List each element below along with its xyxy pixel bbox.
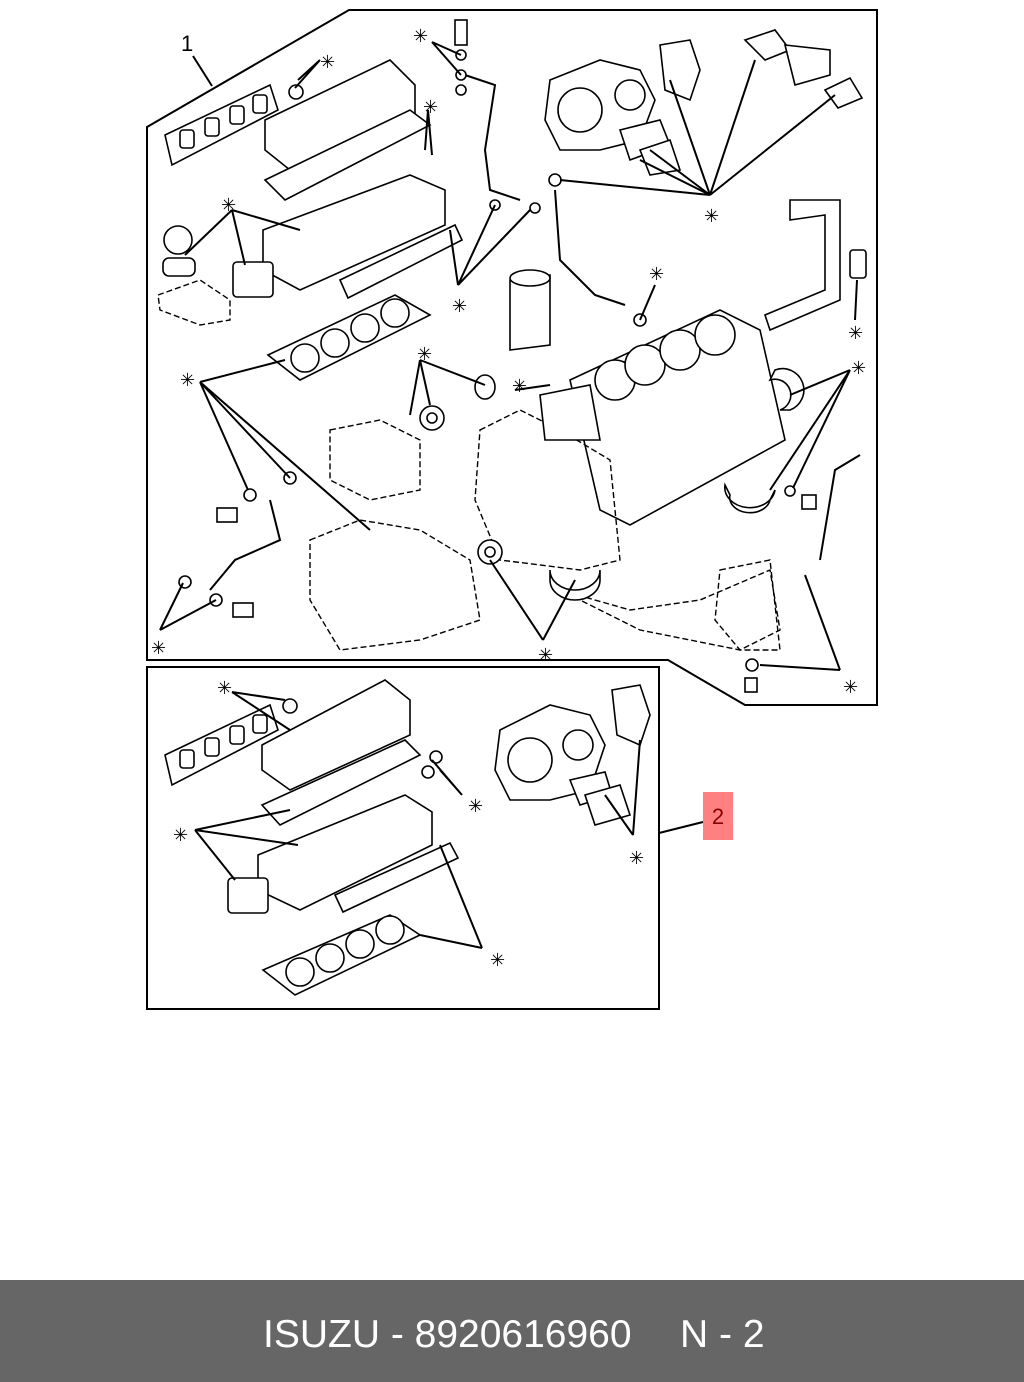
callout-2-leader: [658, 821, 704, 834]
kit-1-parts: [157, 19, 867, 693]
callout-2-highlight: 2: [703, 792, 733, 840]
callout-1-leader: [192, 55, 213, 87]
asterisk-marker: ✳: [173, 825, 188, 846]
kit-2-frame: [146, 666, 660, 1010]
brand-part-number: ISUZU - 8920616960: [263, 1313, 632, 1356]
asterisk-marker: ✳: [180, 370, 195, 391]
asterisk-marker: ✳: [423, 97, 438, 118]
asterisk-marker: ✳: [538, 645, 553, 666]
asterisk-marker: ✳: [490, 950, 505, 971]
asterisk-marker: ✳: [848, 323, 863, 344]
exploded-parts-diagram: 1: [146, 9, 878, 1010]
asterisk-marker: ✳: [221, 195, 236, 216]
asterisk-marker: ✳: [151, 638, 166, 659]
callout-2: 2: [711, 804, 725, 829]
asterisk-marker: ✳: [417, 344, 432, 365]
asterisk-markers: ✳ ✳ ✳ ✳ ✳ ✳ ✳ ✳ ✳ ✳ ✳ ✳ ✳ ✳ ✳ ✳ ✳ ✳ ✳ ✳: [151, 26, 866, 971]
asterisk-marker: ✳: [413, 26, 428, 47]
asterisk-marker: ✳: [843, 677, 858, 698]
asterisk-marker: ✳: [704, 206, 719, 227]
asterisk-marker: ✳: [851, 358, 866, 379]
kit-2-parts: [164, 679, 651, 996]
kit-1-frame: [146, 9, 878, 706]
asterisk-marker: ✳: [629, 848, 644, 869]
asterisk-marker: ✳: [468, 796, 483, 817]
asterisk-marker: ✳: [320, 52, 335, 73]
asterisk-marker: ✳: [452, 296, 467, 317]
callout-1: 1: [181, 31, 193, 56]
diagram-reference: N - 2: [680, 1313, 765, 1356]
asterisk-marker: ✳: [649, 264, 664, 285]
asterisk-marker: ✳: [217, 678, 232, 699]
asterisk-marker: ✳: [512, 376, 527, 397]
footer-bar: ISUZU - 8920616960 N - 2: [0, 1280, 1024, 1382]
